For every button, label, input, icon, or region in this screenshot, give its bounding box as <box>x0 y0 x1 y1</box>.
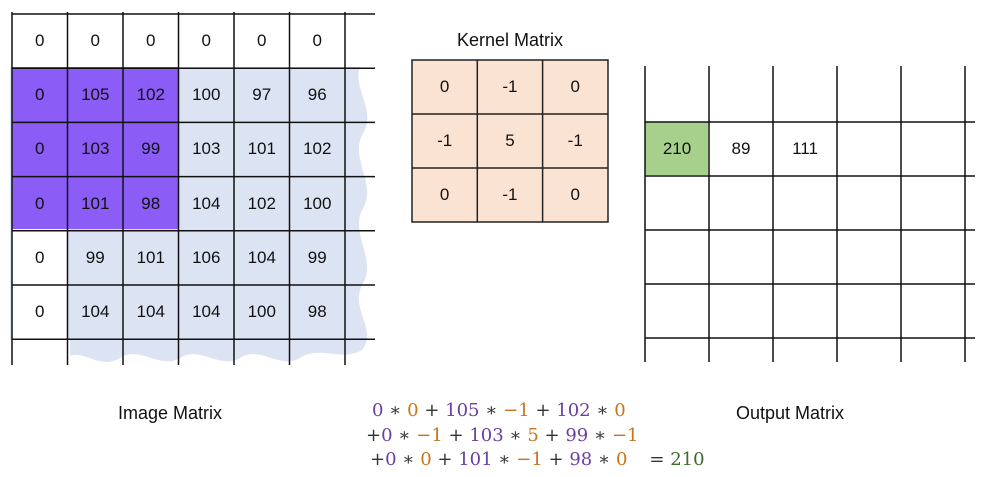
equation-term: ∗ <box>592 449 616 470</box>
equation-term: + <box>538 425 566 446</box>
image-cell: 105 <box>81 85 110 105</box>
equation-term: ∗ <box>590 400 615 421</box>
equation-term: + <box>431 449 459 470</box>
output-first-cell <box>645 122 708 175</box>
image-cell: 99 <box>307 247 327 267</box>
equation-term: −1 <box>416 425 443 446</box>
output-matrix-label: Output Matrix <box>735 403 845 423</box>
image-cell: 101 <box>136 247 165 267</box>
output-matrix-grid <box>644 66 975 362</box>
equation-line-1: 0 ∗ 0 + 105 ∗ −1 + 102 ∗ 0 <box>0 400 1000 421</box>
output-cell: 89 <box>731 139 751 158</box>
equation-term: 103 <box>469 425 504 446</box>
image-cell: 0 <box>35 247 45 267</box>
equation-term: 0 <box>372 400 384 421</box>
equation-term: 0 <box>614 400 626 421</box>
equation-line-2: +0 ∗ −1 + 103 ∗ 5 + 99 ∗ −1 <box>0 425 1000 446</box>
image-cell: 101 <box>247 139 276 159</box>
equation-term: 98 <box>569 449 593 470</box>
image-cell: 104 <box>81 302 110 322</box>
image-cell: 97 <box>252 85 272 105</box>
image-cell: 0 <box>35 31 45 51</box>
kernel-cell: 0 <box>439 185 450 204</box>
image-cell: 0 <box>35 193 45 213</box>
equation-term: 99 <box>565 425 589 446</box>
image-cell: 0 <box>257 31 267 51</box>
equation-term: ∗ <box>503 425 528 446</box>
image-cell: 103 <box>81 139 110 159</box>
equation-term: + <box>366 425 382 446</box>
equation-term: 0 <box>420 449 432 470</box>
output-cell: 111 <box>792 139 818 158</box>
image-cell: 0 <box>201 31 211 51</box>
image-matrix-label: Image Matrix <box>117 403 223 423</box>
image-cell: 99 <box>141 139 161 159</box>
equation-term: ∗ <box>588 425 612 446</box>
equation-term: −1 <box>503 400 530 421</box>
image-cell: 106 <box>192 247 221 267</box>
image-matrix-grid <box>11 12 375 365</box>
equation-term: + <box>542 449 570 470</box>
equation-term: ∗ <box>492 449 517 470</box>
equation-term: 102 <box>556 400 591 421</box>
image-cell: 0 <box>146 31 156 51</box>
image-cell: 102 <box>247 193 276 213</box>
image-cell: 104 <box>192 302 221 322</box>
equation-term: 101 <box>458 449 493 470</box>
kernel-cell: -1 <box>502 77 518 96</box>
image-cell: 102 <box>303 139 332 159</box>
image-cell: 98 <box>307 302 327 322</box>
zero-padding-column <box>12 229 68 339</box>
equation-term: 105 <box>445 400 480 421</box>
equation-result: = 210 <box>649 449 705 470</box>
image-cell: 101 <box>81 193 110 213</box>
kernel-matrix-background <box>411 59 609 223</box>
equation-term: −1 <box>516 449 543 470</box>
kernel-cell: -1 <box>437 131 453 150</box>
kernel-cell: 0 <box>570 77 580 96</box>
image-cell: 102 <box>136 85 165 105</box>
image-cell: 104 <box>136 302 165 322</box>
image-cell: 100 <box>303 193 332 213</box>
equation-term: 0 <box>407 400 419 421</box>
kernel-cell: 0 <box>439 77 450 96</box>
equation-term: ∗ <box>479 400 504 421</box>
output-cell: 210 <box>662 139 692 158</box>
equation-term: + <box>442 425 470 446</box>
image-cell: 98 <box>141 193 161 213</box>
kernel-matrix-label: Kernel Matrix <box>456 30 564 50</box>
equation-term: + <box>529 400 557 421</box>
equation-line-3: +0 ∗ 0 + 101 ∗ −1 + 98 ∗ 0 = 210 <box>0 449 1000 470</box>
image-cell: 96 <box>307 85 327 105</box>
image-cell: 0 <box>90 31 100 51</box>
image-cell: 0 <box>35 302 45 322</box>
equation-term: 0 <box>381 425 393 446</box>
kernel-cell: 0 <box>570 185 580 204</box>
kernel-cell: -1 <box>502 185 518 204</box>
kernel-cell: -1 <box>567 131 583 150</box>
image-cell: 0 <box>35 139 45 159</box>
equation-term: −1 <box>611 425 639 446</box>
equation-term: 0 <box>385 449 397 470</box>
image-cell: 104 <box>192 193 221 213</box>
image-cell: 103 <box>192 139 221 159</box>
image-cell: 100 <box>247 302 276 322</box>
image-cell: 0 <box>35 85 45 105</box>
equation-term: 5 <box>527 425 539 446</box>
kernel-cell: 5 <box>505 131 515 150</box>
image-cell: 0 <box>312 31 322 51</box>
equation-term: ∗ <box>383 400 408 421</box>
kernel-window-highlight <box>12 67 179 229</box>
kernel-matrix-grid <box>412 60 608 222</box>
equation-term: ∗ <box>392 425 417 446</box>
image-cell: 99 <box>85 247 105 267</box>
equation-term: + <box>418 400 446 421</box>
image-cell: 100 <box>192 85 221 105</box>
equation-term: 0 <box>615 449 628 470</box>
equation-term: ∗ <box>396 449 421 470</box>
image-cell: 104 <box>247 247 276 267</box>
equation-term: + <box>370 449 386 470</box>
